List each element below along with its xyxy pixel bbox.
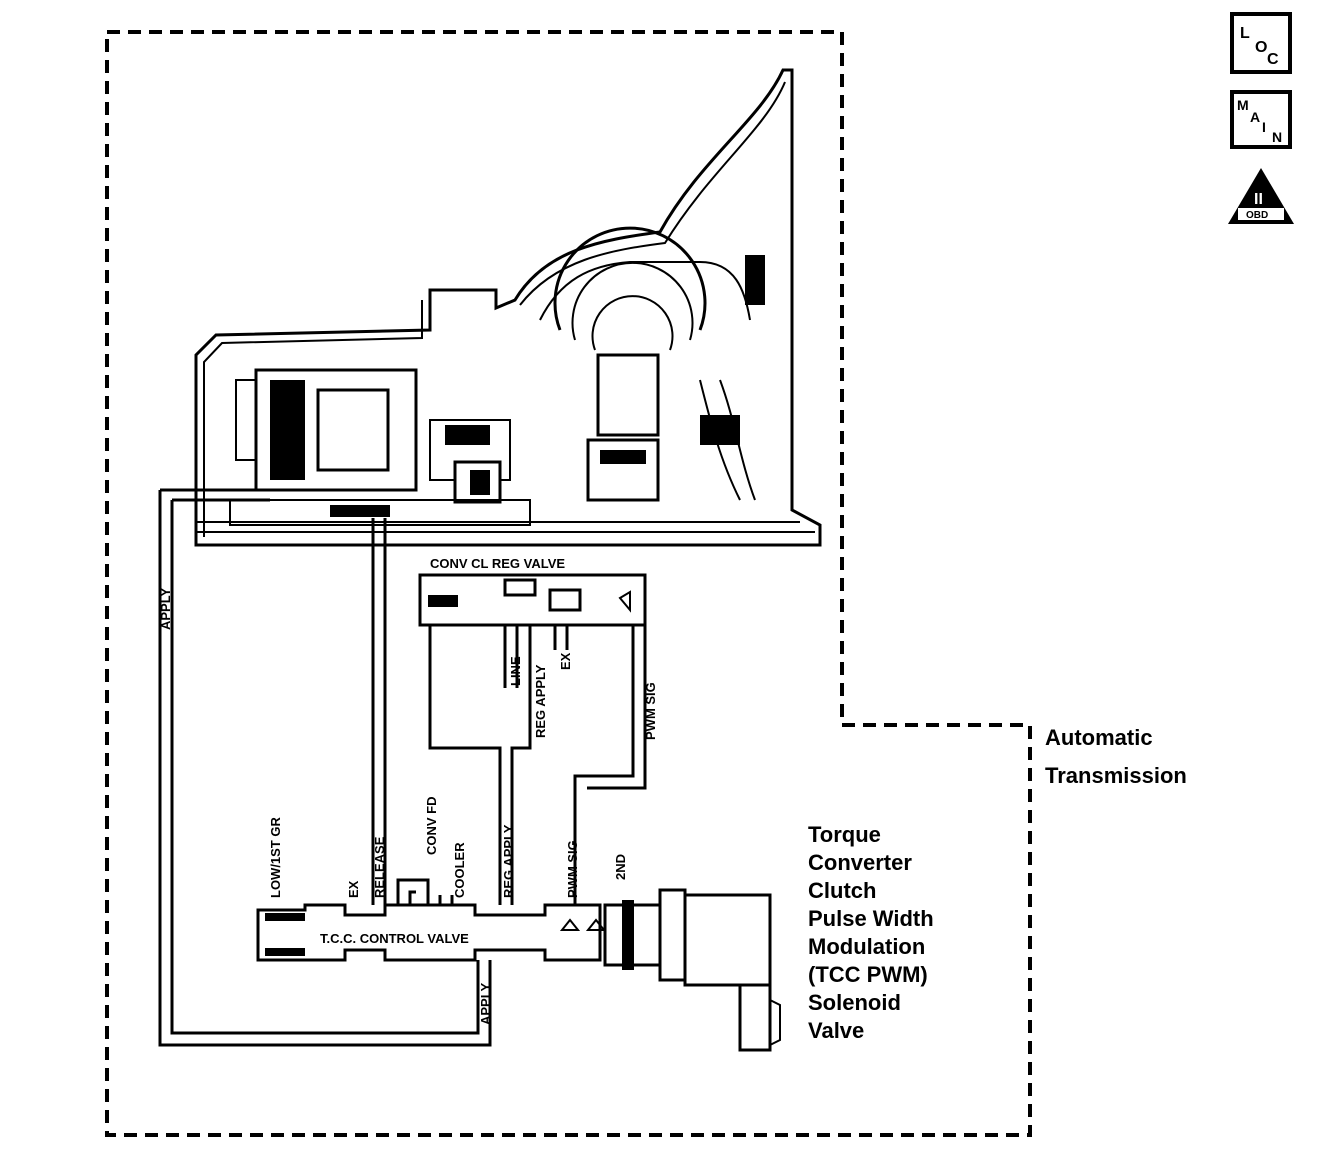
pwm-sig-label: PWM SIG xyxy=(565,840,580,898)
ex-top-label: EX xyxy=(558,652,573,670)
solenoid-line-3: Clutch xyxy=(808,878,876,903)
solenoid-description: Torque Converter Clutch Pulse Width Modu… xyxy=(808,822,934,1043)
ex-label: EX xyxy=(346,880,361,898)
apply-label: APPLY xyxy=(158,588,173,630)
solenoid-line-6: (TCC PWM) xyxy=(808,962,928,987)
release-line xyxy=(371,518,387,905)
solenoid-line-7: Solenoid xyxy=(808,990,901,1015)
transmission-label: Transmission xyxy=(1045,763,1187,788)
reg-apply-top-label: REG APPLY xyxy=(533,664,548,738)
main-letter-3: I xyxy=(1262,119,1266,135)
solenoid-line-2: Converter xyxy=(808,850,912,875)
main-letter-4: N xyxy=(1272,129,1282,145)
solenoid-line-8: Valve xyxy=(808,1018,864,1043)
loc-icon[interactable]: L O C xyxy=(1230,12,1292,74)
tcc-control-valve-label: T.C.C. CONTROL VALVE xyxy=(320,931,469,946)
solenoid-line-4: Pulse Width xyxy=(808,906,934,931)
loc-letter-2: O xyxy=(1255,39,1267,56)
second-label: 2ND xyxy=(613,854,628,880)
badge-sub: OBD xyxy=(1246,210,1268,221)
main-letter-1: M xyxy=(1237,97,1249,113)
main-letter-2: A xyxy=(1250,109,1260,125)
apply-bottom-label: APPLY xyxy=(478,983,493,1025)
solenoid-line-1: Torque xyxy=(808,822,881,847)
tcc-control-valve-body xyxy=(256,878,607,962)
solenoid-line-5: Modulation xyxy=(808,934,925,959)
cooler-label: COOLER xyxy=(452,842,467,898)
conv-fd-label: CONV FD xyxy=(424,797,439,856)
badge-numeral: II xyxy=(1254,191,1263,208)
pwm-sig-top-label: PWM SIG xyxy=(643,682,658,740)
conv-cl-reg-valve xyxy=(418,573,647,905)
transmission-cutaway xyxy=(194,68,822,547)
reg-apply-label: REG APPLY xyxy=(501,824,516,898)
tcc-pwm-solenoid xyxy=(603,888,781,1052)
conv-cl-reg-valve-label: CONV CL REG VALVE xyxy=(430,556,565,571)
release-label: RELEASE xyxy=(372,836,387,898)
apply-line xyxy=(158,488,492,1047)
low-1st-gr-label: LOW/1ST GR xyxy=(268,817,283,899)
loc-letter-1: L xyxy=(1240,25,1250,42)
loc-letter-3: C xyxy=(1267,51,1279,68)
line-label: LINE xyxy=(508,656,523,686)
automatic-label: Automatic xyxy=(1045,725,1153,750)
main-icon[interactable]: M A I N xyxy=(1230,90,1292,149)
automatic-transmission-boundary xyxy=(105,30,1032,1137)
obd-ii-badge-icon[interactable]: II OBD xyxy=(1228,168,1294,224)
